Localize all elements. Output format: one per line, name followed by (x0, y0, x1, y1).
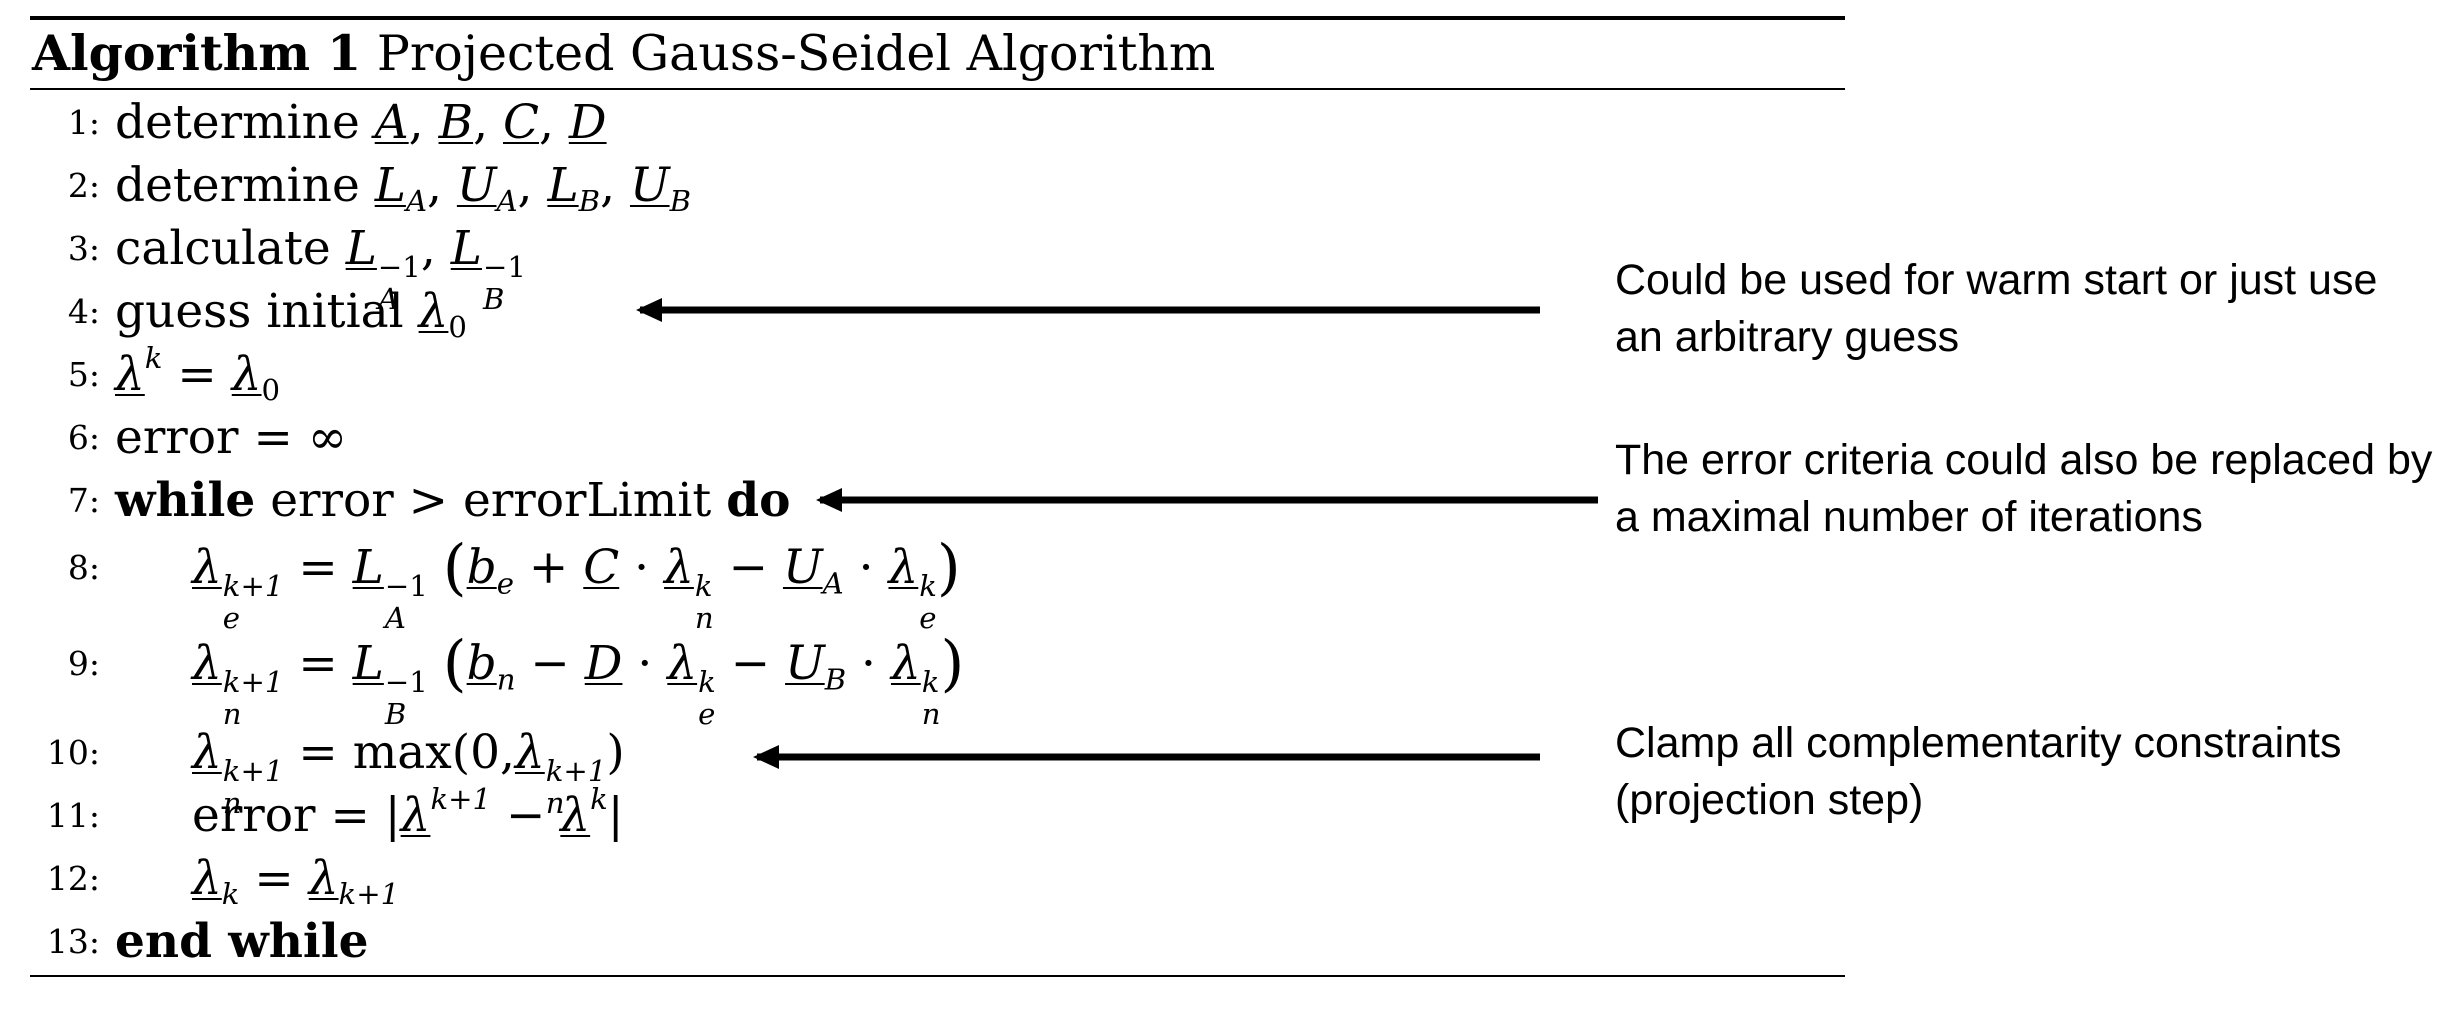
header-rule (30, 88, 1845, 90)
line-number: 8: (67, 548, 100, 587)
line-code: λk = λ0 (115, 341, 281, 408)
line-number: 12: (46, 859, 100, 898)
line-number: 4: (67, 292, 100, 331)
bottom-rule (30, 975, 1845, 977)
line-number: 3: (67, 229, 100, 268)
algorithm-line-4: 4: guess initial λ0 (0, 282, 1200, 342)
line-code: end while (115, 914, 369, 969)
line-code: determine A, B, C, D (115, 95, 607, 150)
line-number: 10: (46, 733, 100, 772)
algorithm-line-5: 5: λk = λ0 (0, 341, 1200, 408)
arrow-left-icon (753, 745, 1540, 769)
algorithm-line-13: 13: end while (0, 912, 1200, 972)
line-code: error = |λk+1 − λk| (192, 782, 624, 843)
line-code: while error > errorLimit do (115, 473, 791, 528)
annotation-warm-start: Could be used for warm start or just use… (1615, 256, 2378, 361)
line-number: 5: (67, 355, 100, 394)
arrow-left-icon (816, 488, 1598, 512)
line-number: 9: (67, 644, 100, 683)
algorithm-label: Algorithm 1 (32, 24, 362, 82)
algorithm-line-7: 7: while error > errorLimit do (0, 471, 1200, 531)
annotation-error-criteria: The error criteria could also be replace… (1615, 436, 2433, 541)
line-code: λk = λk+1 (192, 851, 400, 912)
algorithm-line-2: 2: determine LA, UA, LB, UB (0, 156, 1200, 216)
line-number: 1: (67, 103, 100, 142)
line-number: 13: (46, 922, 100, 961)
algorithm-line-11: 11: error = |λk+1 − λk| (0, 782, 1200, 846)
top-rule (30, 16, 1845, 20)
line-number: 2: (67, 166, 100, 205)
algorithm-line-1: 1: determine A, B, C, D (0, 93, 1200, 153)
algorithm-line-6: 6: error = ∞ (0, 408, 1200, 468)
annotation-projection: Clamp all complementarity constraints (p… (1615, 719, 2342, 824)
algorithm-header: Algorithm 1 Projected Gauss-Seidel Algor… (32, 22, 1215, 84)
algorithm-title: Projected Gauss-Seidel Algorithm (376, 25, 1216, 82)
line-code: guess initial λ0 (115, 284, 467, 345)
algorithm-line-12: 12: λk = λk+1 (0, 849, 1200, 909)
line-code: determine LA, UA, LB, UB (115, 158, 691, 219)
arrow-left-icon (636, 298, 1540, 322)
line-number: 11: (46, 796, 100, 835)
line-number: 7: (67, 481, 100, 520)
line-code: error = ∞ (115, 410, 347, 465)
line-number: 6: (67, 418, 100, 457)
